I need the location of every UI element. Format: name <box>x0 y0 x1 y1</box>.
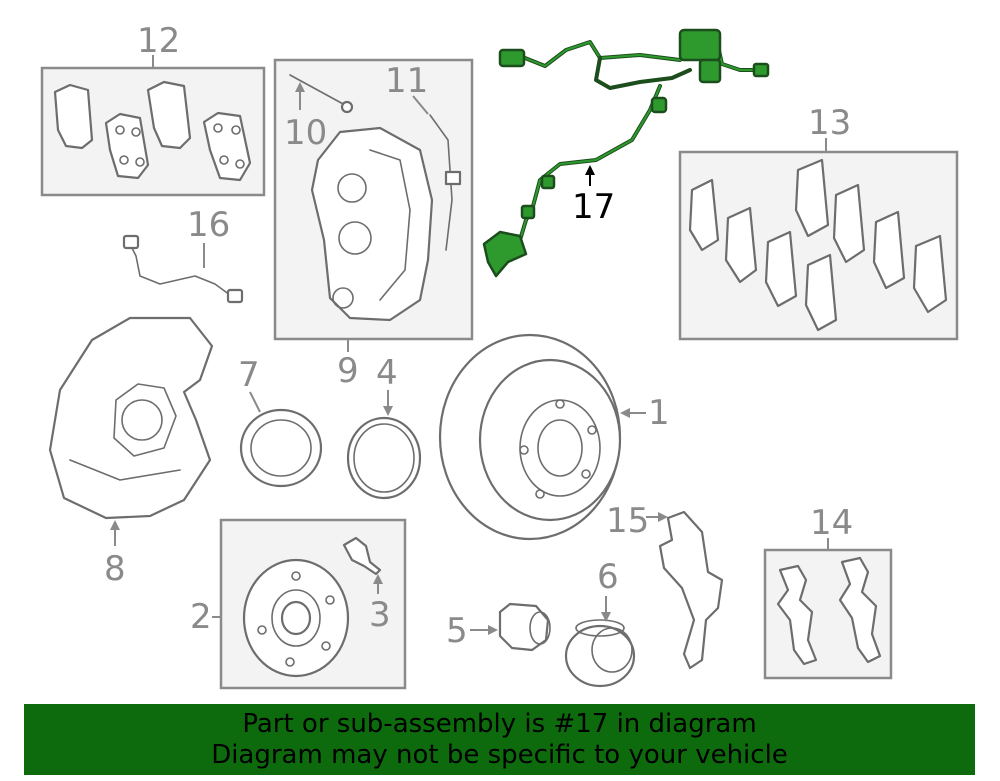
part-7-seal[interactable] <box>239 408 323 488</box>
shim-drawing <box>688 158 948 332</box>
clip-drawing <box>776 556 882 666</box>
leader-arrow <box>295 82 305 92</box>
callout-8: 8 <box>104 549 126 589</box>
leader-arrow <box>620 408 630 418</box>
callout-7: 7 <box>238 355 260 395</box>
part-1-brake-rotor[interactable] <box>438 333 622 541</box>
callout-6: 6 <box>597 557 619 597</box>
caliper-drawing <box>289 74 462 322</box>
banner-line-1: Part or sub-assembly is #17 in diagram <box>242 709 757 739</box>
callout-17: 17 <box>572 187 615 227</box>
brake-pad-drawing <box>53 80 252 182</box>
part-6-hub-cap[interactable] <box>564 619 636 688</box>
callout-3: 3 <box>369 595 391 635</box>
info-banner: Part or sub-assembly is #17 in diagram D… <box>24 704 975 775</box>
callout-5: 5 <box>446 611 468 651</box>
callout-13: 13 <box>808 103 851 143</box>
callout-12: 12 <box>137 21 180 61</box>
leader-arrow <box>658 512 668 522</box>
callout-11: 11 <box>385 61 428 101</box>
part-group-13-pad-shims[interactable] <box>678 150 959 341</box>
callout-15: 15 <box>606 501 649 541</box>
callout-1: 1 <box>648 393 670 433</box>
banner-line-2: Diagram may not be specific to your vehi… <box>211 740 788 770</box>
part-17-abs-sensor-harness[interactable] <box>482 28 770 278</box>
leader-line <box>412 95 429 115</box>
leader-line <box>249 391 261 413</box>
part-group-2-hub-assembly[interactable] <box>219 518 407 690</box>
callout-9: 9 <box>337 351 359 391</box>
leader-arrow <box>373 574 383 584</box>
part-16-brake-hose[interactable] <box>122 234 244 304</box>
callout-2: 2 <box>190 597 212 637</box>
part-8-dust-shield[interactable] <box>48 316 214 520</box>
leader-arrow <box>601 612 611 622</box>
part-group-14-pad-clips[interactable] <box>763 548 893 680</box>
callout-14: 14 <box>810 503 853 543</box>
callout-4: 4 <box>376 353 398 393</box>
part-5-hub-nut[interactable] <box>498 602 551 652</box>
part-15-anti-rattle-spring[interactable] <box>658 510 724 670</box>
leader-arrow <box>383 406 393 416</box>
hub-drawing <box>242 536 382 678</box>
callout-16: 16 <box>187 205 230 245</box>
part-group-12-brake-pads[interactable] <box>40 66 266 197</box>
leader-arrow <box>488 625 498 635</box>
leader-arrow <box>110 520 120 530</box>
leader-arrow <box>585 165 595 175</box>
part-group-9-caliper[interactable] <box>273 58 474 341</box>
part-4-o-ring[interactable] <box>346 416 422 500</box>
callout-10: 10 <box>284 113 327 153</box>
